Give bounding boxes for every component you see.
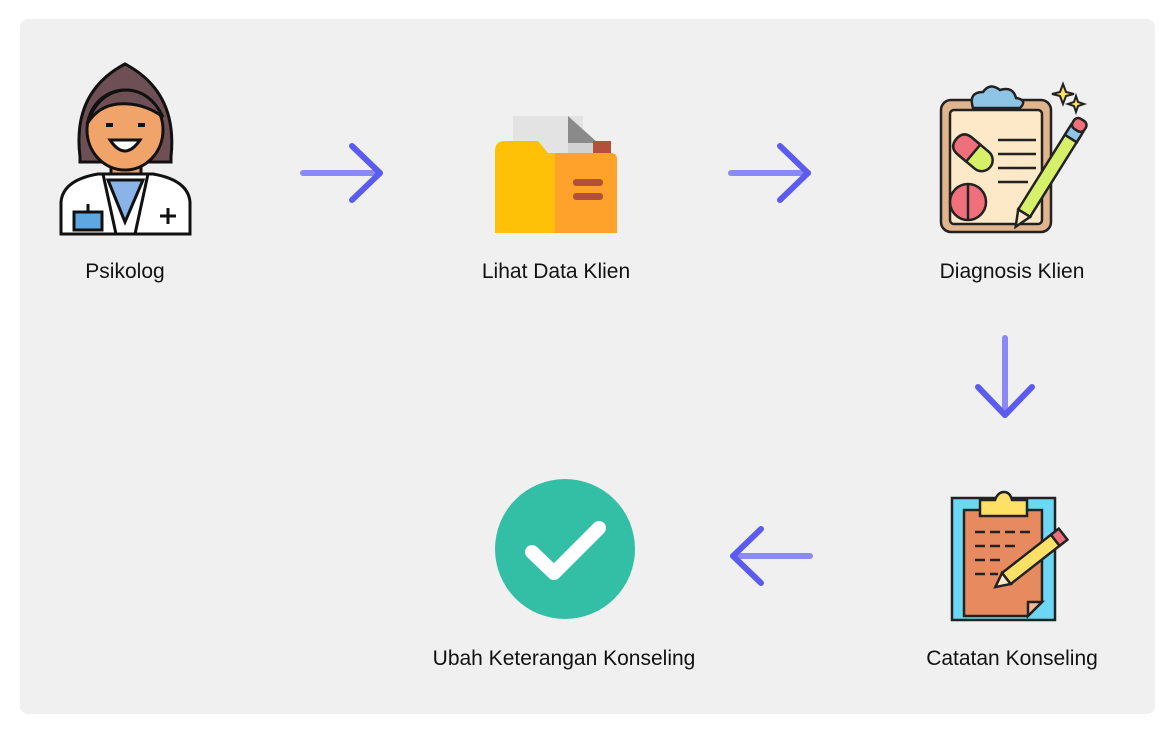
check-circle-icon xyxy=(495,479,635,619)
arrow-down-icon xyxy=(975,335,1035,418)
step-label-diagnosis-klien: Diagnosis Klien xyxy=(939,260,1085,283)
step-label-lihat-data-klien: Lihat Data Klien xyxy=(481,260,631,283)
step-label-psikolog: Psikolog xyxy=(85,260,165,283)
psychologist-icon xyxy=(59,62,192,236)
diagnosis-clipboard-icon xyxy=(939,81,1088,234)
step-label-catatan-konseling: Catatan Konseling xyxy=(926,647,1098,670)
step-label-ubah-keterangan-konseling: Ubah Keterangan Konseling xyxy=(432,647,696,670)
arrow-left-icon xyxy=(730,526,813,586)
folder-icon xyxy=(495,116,617,233)
arrow-right-icon xyxy=(300,143,383,203)
notes-clipboard-icon xyxy=(950,490,1070,622)
arrow-right-icon xyxy=(728,143,811,203)
